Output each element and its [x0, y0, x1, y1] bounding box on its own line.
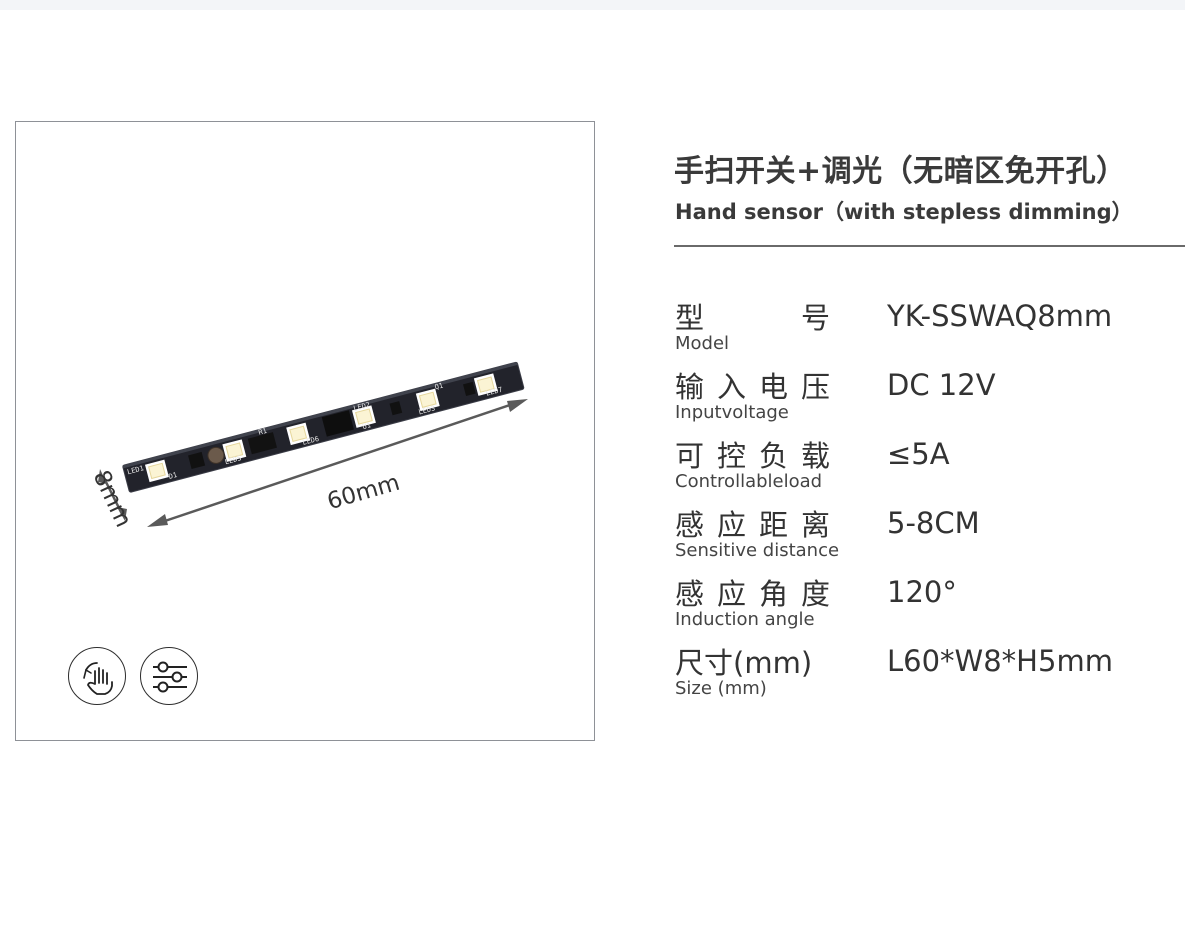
pcb-body [122, 361, 525, 493]
ic-chip-u1 [321, 410, 354, 437]
spec-label-en: Model [675, 333, 730, 354]
title-english: Hand sensor（with stepless dimming） [675, 200, 1133, 224]
led-emitter [476, 376, 495, 393]
spec-label-cn: 感应距离 [675, 508, 830, 542]
sensor-pad [207, 446, 225, 464]
spec-value: ≤5A [887, 437, 950, 471]
spec-label-cn: 感应角度 [675, 577, 830, 611]
spec-label-cn: 可控负载 [675, 439, 830, 473]
dimmer-sliders-icon [140, 647, 198, 705]
led-group [144, 373, 498, 483]
silk-text: U1 [362, 421, 372, 431]
spec-value: YK-SSWAQ8mm [887, 299, 1113, 333]
pcb-illustration: LED1 D1 LED5 R1 LED6 LED2 U1 LED3 Q1 LED… [88, 361, 528, 531]
spec-label-en: Size (mm) [675, 678, 767, 699]
title-chinese: 手扫开关+调光（无暗区免开孔） [674, 154, 1127, 189]
spec-label-cn: 尺寸(mm) [675, 646, 813, 680]
width-arrow-head-bottom [117, 507, 127, 521]
width-arrow-head-top [98, 469, 107, 484]
spec-value: DC 12V [887, 368, 996, 402]
led-emitter [148, 462, 166, 480]
regulator-chip [247, 432, 277, 455]
led-emitter [355, 408, 373, 425]
length-label: 60mm [324, 470, 402, 515]
top-bar [0, 0, 1185, 10]
led-emitter [225, 442, 244, 459]
spec-label-cn: 输入电压 [675, 370, 830, 404]
spec-label-en: Controllableload [675, 471, 823, 492]
product-image-frame: LED1 D1 LED5 R1 LED6 LED2 U1 LED3 Q1 LED… [15, 121, 595, 741]
hand-wave-icon [68, 647, 126, 705]
spec-value: 5-8CM [887, 506, 980, 540]
length-arrow-line [152, 399, 523, 527]
spec-label-en: Inputvoltage [675, 402, 789, 423]
transistor-chip [188, 451, 206, 470]
length-arrow-head-left [147, 514, 168, 527]
led-emitter [418, 391, 437, 409]
led-emitter [289, 425, 308, 443]
length-arrow-head-right [507, 399, 528, 412]
silk-text: D1 [168, 471, 178, 481]
spec-value: 120° [887, 575, 957, 609]
q1-chip [463, 381, 476, 396]
spec-value: L60*W8*H5mm [887, 644, 1113, 678]
spec-label-en: Induction angle [675, 609, 815, 630]
silk-text: R1 [258, 427, 268, 437]
pcb-board: LED1 D1 LED5 R1 LED6 LED2 U1 LED3 Q1 LED… [122, 361, 525, 493]
diode-chip [389, 401, 403, 416]
silk-text: Q1 [434, 382, 444, 392]
title-divider [674, 245, 1185, 247]
spec-label-en: Sensitive distance [675, 540, 840, 561]
spec-label-cn: 型号 [675, 301, 830, 335]
